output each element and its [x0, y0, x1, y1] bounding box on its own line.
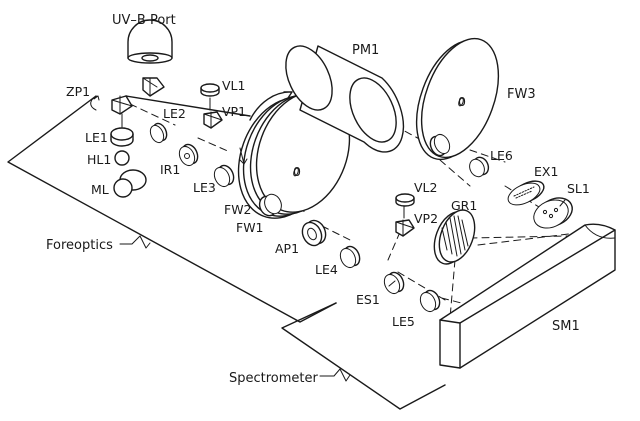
sl1-slit — [533, 197, 573, 229]
es1-label: ES1 — [356, 292, 380, 307]
ex1-exit-slit — [507, 180, 545, 206]
fw1-zero-mark: 0 — [293, 164, 301, 179]
uvb-port-label: UV–B Port — [112, 13, 176, 28]
uvb-prism — [142, 77, 165, 97]
pm1-label: PM1 — [352, 43, 379, 58]
fw-filter-aperture — [258, 193, 282, 217]
vp1-label: VP1 — [222, 104, 246, 119]
spectrometer-label: Spectrometer — [229, 371, 319, 386]
le2-label: LE2 — [163, 106, 186, 121]
gr1-grating — [433, 209, 476, 265]
foreoptics-plate — [7, 95, 337, 323]
ap1-label: AP1 — [275, 241, 299, 256]
vp1-prism — [203, 97, 223, 129]
fw-rotation-arrow-lower — [239, 147, 248, 165]
spectrometer-plate — [281, 302, 446, 410]
ir1-element — [178, 143, 199, 167]
pm1-cylinder — [285, 45, 405, 153]
zp1-prism — [111, 95, 133, 115]
ml-label: ML — [91, 182, 109, 197]
fw1-label: FW1 — [236, 220, 264, 235]
vl1-label: VL1 — [222, 78, 245, 93]
fw3-zero-mark: 0 — [458, 94, 466, 109]
foreoptics-label-leader — [119, 235, 151, 249]
le1-label: LE1 — [85, 130, 108, 145]
zp1-rotation-arrow — [90, 95, 100, 111]
sm1-label: SM1 — [552, 319, 580, 334]
vp2-prism — [395, 205, 415, 237]
vl2-lamp — [395, 193, 415, 207]
vp2-label: VP2 — [414, 211, 438, 226]
ap1-aperture — [301, 219, 327, 247]
le5-lens — [419, 289, 441, 313]
le1-lens — [110, 127, 134, 147]
le4-label: LE4 — [315, 262, 338, 277]
optical-path-main — [129, 103, 351, 241]
ir1-label: IR1 — [160, 162, 180, 177]
foreoptics-label: Foreoptics — [46, 238, 113, 253]
le5-label: LE5 — [392, 314, 415, 329]
uvb-port — [127, 19, 173, 64]
hl1-lamp — [114, 113, 130, 166]
ml-lamp — [113, 169, 147, 198]
le3-lens — [213, 164, 235, 188]
le3-label: LE3 — [193, 180, 216, 195]
le4-lens — [339, 245, 361, 269]
spectrometer-label-leader — [319, 368, 351, 382]
fw-rotation-arrow — [249, 91, 293, 121]
fw1-center-mark — [293, 167, 299, 177]
sm1-mirror-block — [439, 223, 616, 369]
vl2-label: VL2 — [414, 180, 437, 195]
sl1-label: SL1 — [567, 181, 590, 196]
filter-wheel-fw3 — [415, 37, 500, 161]
optical-path-vp2 — [387, 231, 401, 261]
hl1-label: HL1 — [87, 152, 111, 167]
ex1-label: EX1 — [534, 164, 558, 179]
gr1-label: GR1 — [451, 198, 477, 213]
fw2-label: FW2 — [224, 202, 252, 217]
vl1-lamp — [200, 83, 220, 97]
fw3-label: FW3 — [507, 87, 536, 102]
es1-entrance-slit — [383, 271, 405, 295]
le6-lens — [469, 156, 490, 178]
zp1-label: ZP1 — [66, 84, 90, 99]
le6-label: LE6 — [490, 148, 513, 163]
le2-lens — [149, 122, 168, 144]
